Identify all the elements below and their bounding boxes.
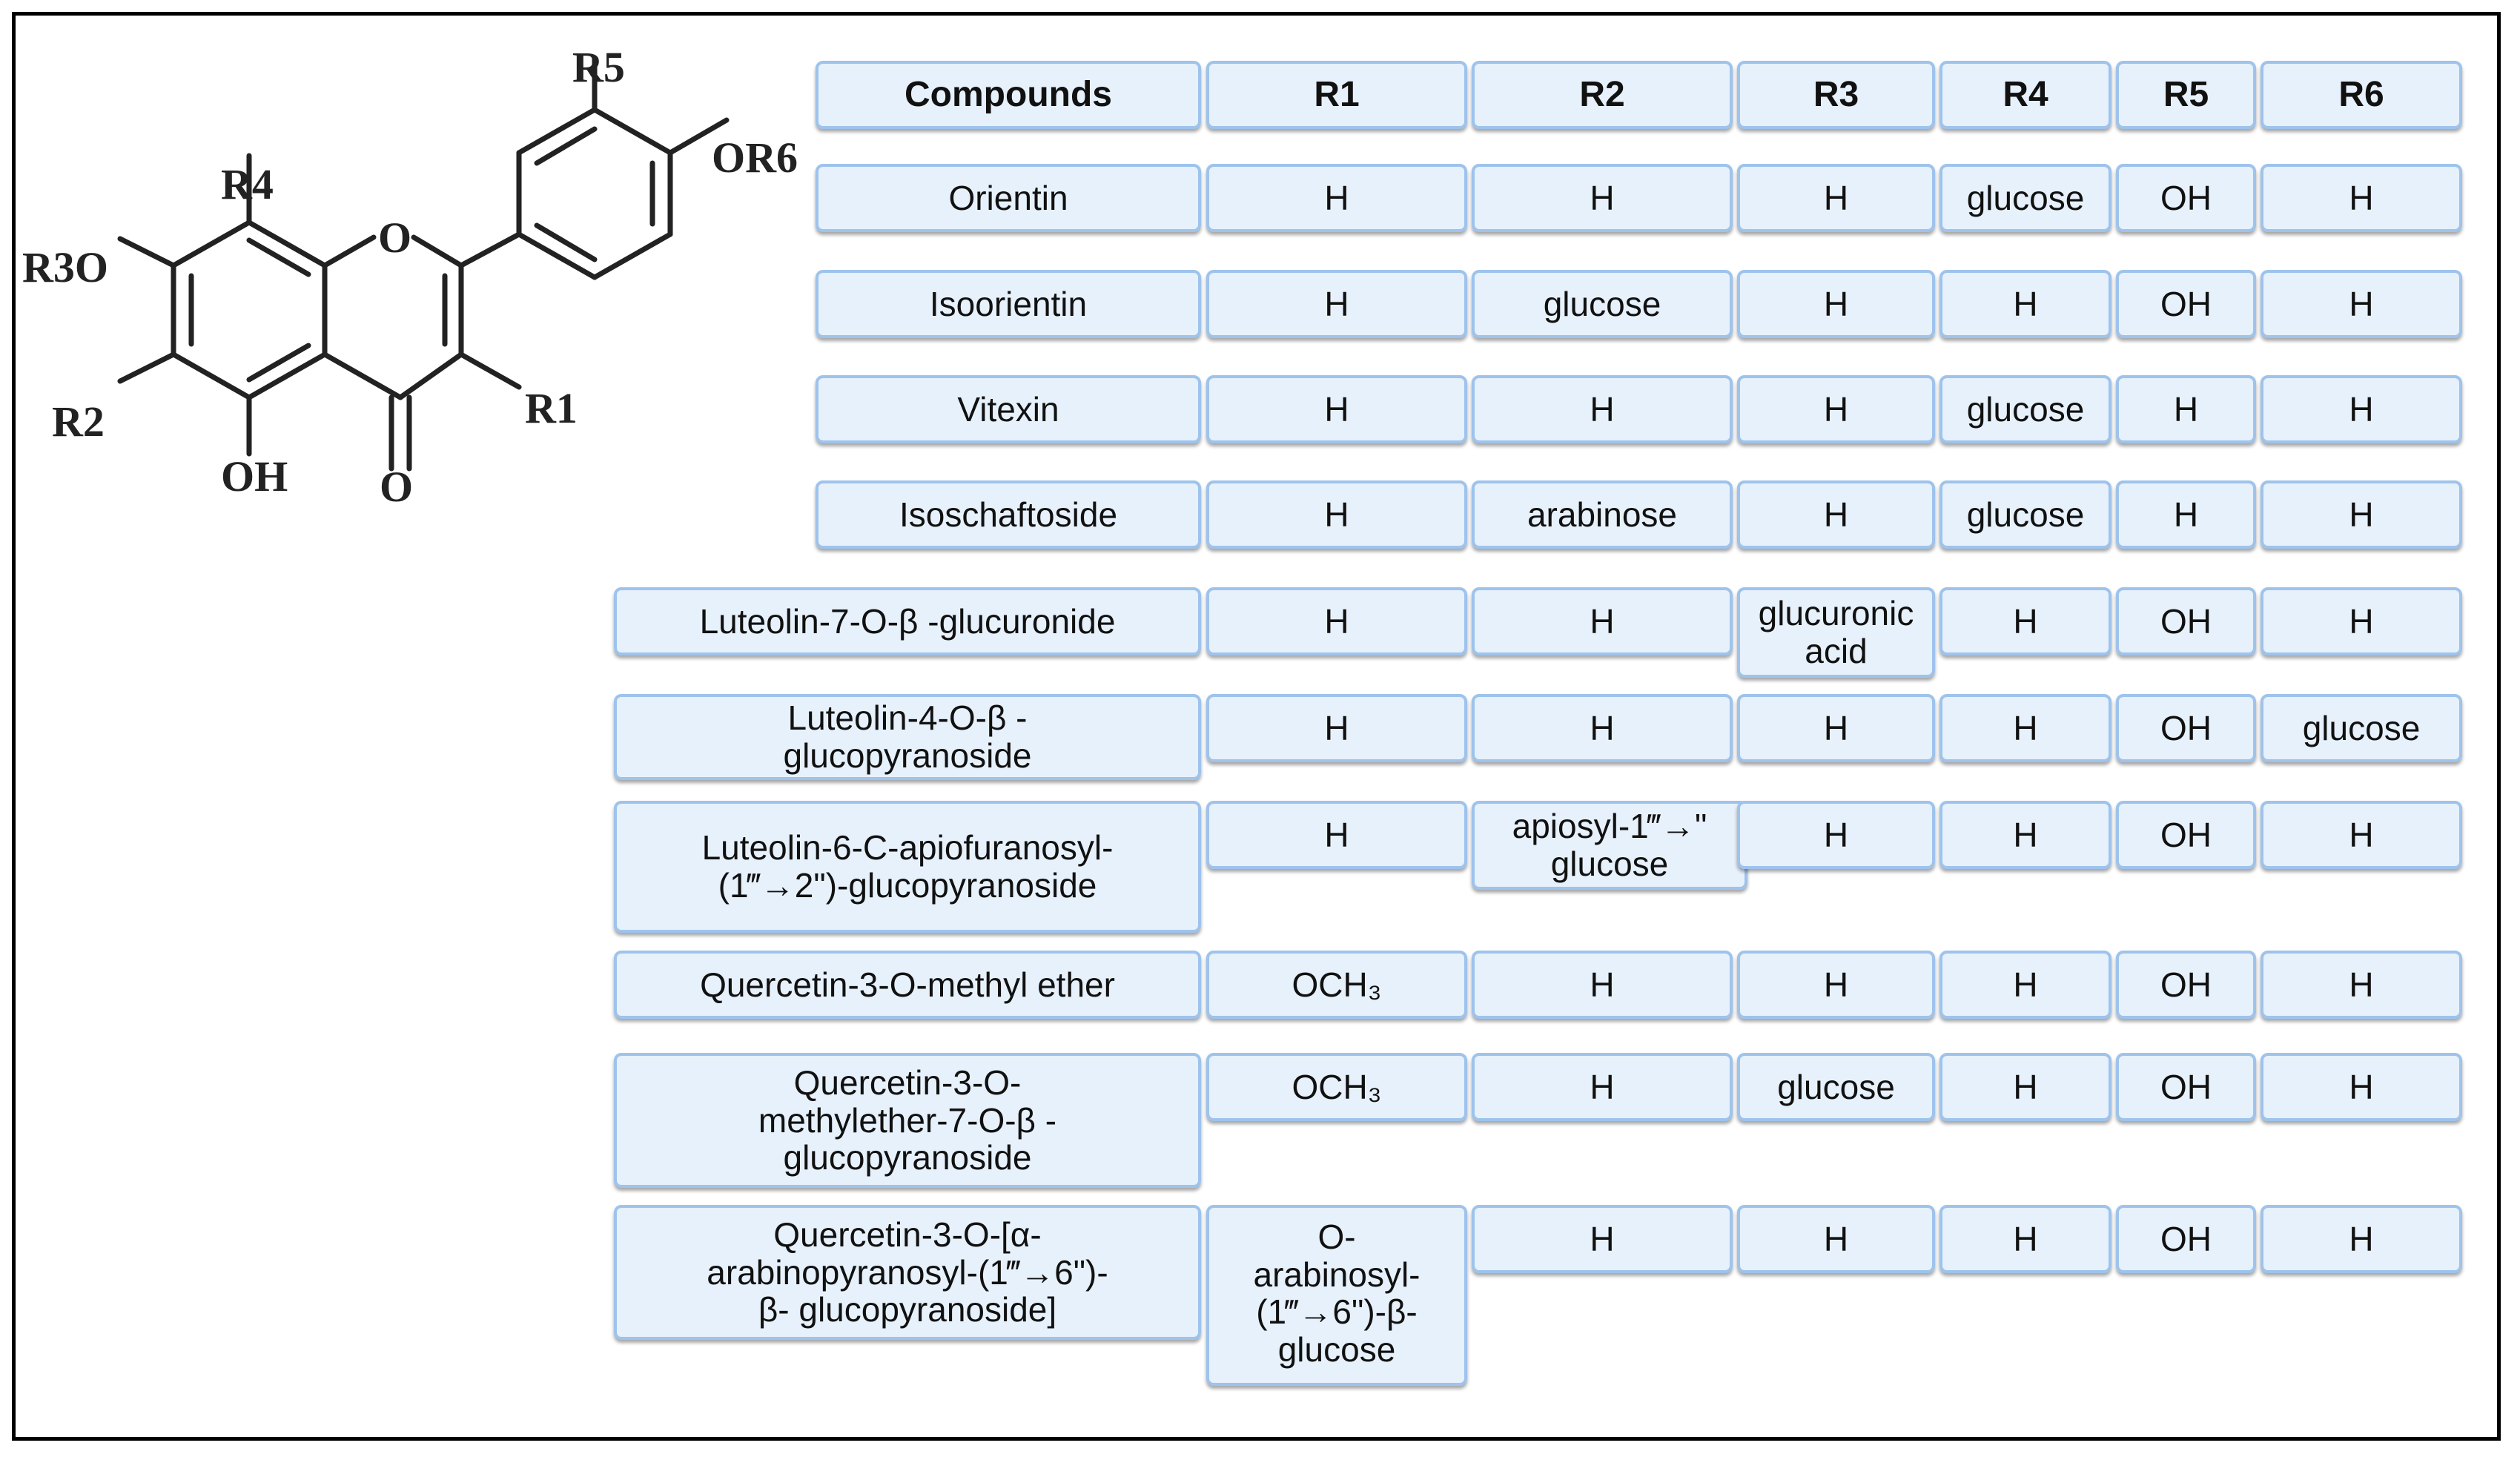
- substituent-r2: R2: [52, 397, 105, 446]
- substituent-r1-cell: H: [1206, 164, 1467, 232]
- substituent-r2-cell: H: [1472, 1205, 1733, 1273]
- substituent-r6-cell: H: [2261, 587, 2462, 655]
- substituent-r4-cell: H: [1939, 587, 2111, 655]
- substituent-r6-cell: H: [2261, 164, 2462, 232]
- compound-name-cell: Quercetin-3-O-methyl ether: [614, 951, 1201, 1019]
- substituent-r3-cell: glucuronic acid: [1737, 587, 1935, 678]
- substituent-r3-cell: H: [1737, 270, 1935, 338]
- substituent-r6-cell: H: [2261, 1053, 2462, 1121]
- substituent-r3-cell: H: [1737, 480, 1935, 549]
- substituent-r3-cell: glucose: [1737, 1053, 1935, 1121]
- structure-bonds: [117, 56, 730, 472]
- compound-name-cell: Luteolin-4-O-β - glucopyranoside: [614, 694, 1201, 780]
- compound-name-cell: Quercetin-3-O-[α- arabinopyranosyl-(1‴→6…: [614, 1205, 1201, 1340]
- substituent-r5-cell: OH: [2116, 1205, 2256, 1273]
- compound-name-cell: Vitexin: [816, 375, 1201, 443]
- header-r6: R6: [2261, 61, 2462, 129]
- substituent-r5-cell: OH: [2116, 587, 2256, 655]
- header-r2: R2: [1472, 61, 1733, 129]
- substituent-r5: R5: [572, 43, 625, 91]
- substituent-r5-cell: OH: [2116, 270, 2256, 338]
- substituent-r2-cell: H: [1472, 164, 1733, 232]
- substituent-r1-cell: OCH₃: [1206, 1053, 1467, 1121]
- flavonoid-core-structure: R5 OR6 R4 R3O R2 R1 O OH O: [22, 43, 798, 511]
- substituent-or6: OR6: [712, 133, 798, 182]
- substituent-r6-cell: glucose: [2261, 694, 2462, 762]
- substituent-r2-cell: arabinose: [1472, 480, 1733, 549]
- hydroxyl-oh: OH: [221, 452, 288, 500]
- substituent-r4-cell: H: [1939, 951, 2111, 1019]
- substituent-r5-cell: OH: [2116, 801, 2256, 869]
- substituent-r3o: R3O: [22, 243, 108, 291]
- substituent-r3-cell: H: [1737, 801, 1935, 869]
- substituent-r6-cell: H: [2261, 375, 2462, 443]
- substituent-r2-cell: H: [1472, 1053, 1733, 1121]
- substituent-r4-cell: H: [1939, 270, 2111, 338]
- compound-name-cell: Luteolin-6-C-apiofuranosyl- (1‴→2")-gluc…: [614, 801, 1201, 933]
- substituent-r2-cell: H: [1472, 375, 1733, 443]
- substituent-r2-cell: H: [1472, 694, 1733, 762]
- substituent-r1-cell: O- arabinosyl- (1‴→6")-β- glucose: [1206, 1205, 1467, 1386]
- substituent-r1-cell: H: [1206, 587, 1467, 655]
- header-compounds: Compounds: [816, 61, 1201, 129]
- substituent-r6-cell: H: [2261, 801, 2462, 869]
- substituent-r6-cell: H: [2261, 951, 2462, 1019]
- substituent-r1-cell: H: [1206, 801, 1467, 869]
- substituent-r5-cell: H: [2116, 480, 2256, 549]
- substituent-r4-cell: H: [1939, 694, 2111, 762]
- compound-name-cell: Isoschaftoside: [816, 480, 1201, 549]
- compound-name-cell: Isoorientin: [816, 270, 1201, 338]
- substituent-r4-cell: H: [1939, 801, 2111, 869]
- substituent-r4: R4: [221, 160, 274, 208]
- substituent-r6-cell: H: [2261, 1205, 2462, 1273]
- substituent-r5-cell: OH: [2116, 951, 2256, 1019]
- substituent-r3-cell: H: [1737, 1205, 1935, 1273]
- substituent-r2-cell: apiosyl-1‴→" glucose: [1472, 801, 1747, 890]
- substituent-r1-cell: H: [1206, 375, 1467, 443]
- substituent-r2-cell: H: [1472, 587, 1733, 655]
- substituent-r5-cell: OH: [2116, 694, 2256, 762]
- substituent-r4-cell: glucose: [1939, 164, 2111, 232]
- substituent-r6-cell: H: [2261, 270, 2462, 338]
- substituent-r1-cell: OCH₃: [1206, 951, 1467, 1019]
- substituent-r3-cell: H: [1737, 375, 1935, 443]
- keto-oxygen: O: [380, 463, 413, 511]
- substituent-r1: R1: [525, 384, 578, 432]
- substituent-r6-cell: H: [2261, 480, 2462, 549]
- substituent-r4-cell: H: [1939, 1053, 2111, 1121]
- substituent-r1-cell: H: [1206, 480, 1467, 549]
- compound-name-cell: Orientin: [816, 164, 1201, 232]
- substituent-r4-cell: glucose: [1939, 375, 2111, 443]
- substituent-r5-cell: OH: [2116, 1053, 2256, 1121]
- substituent-r3-cell: H: [1737, 694, 1935, 762]
- substituent-r1-cell: H: [1206, 694, 1467, 762]
- header-r5: R5: [2116, 61, 2256, 129]
- header-r1: R1: [1206, 61, 1467, 129]
- ring-oxygen: O: [378, 214, 411, 262]
- substituent-r3-cell: H: [1737, 951, 1935, 1019]
- substituent-r5-cell: H: [2116, 375, 2256, 443]
- compound-name-cell: Quercetin-3-O- methylether-7-O-β - gluco…: [614, 1053, 1201, 1188]
- substituent-r4-cell: glucose: [1939, 480, 2111, 549]
- substituent-r1-cell: H: [1206, 270, 1467, 338]
- substituent-r2-cell: glucose: [1472, 270, 1733, 338]
- compound-name-cell: Luteolin-7-O-β -glucuronide: [614, 587, 1201, 655]
- substituent-r2-cell: H: [1472, 951, 1733, 1019]
- substituent-r4-cell: H: [1939, 1205, 2111, 1273]
- header-r4: R4: [1939, 61, 2111, 129]
- substituent-r5-cell: OH: [2116, 164, 2256, 232]
- header-r3: R3: [1737, 61, 1935, 129]
- substituent-r3-cell: H: [1737, 164, 1935, 232]
